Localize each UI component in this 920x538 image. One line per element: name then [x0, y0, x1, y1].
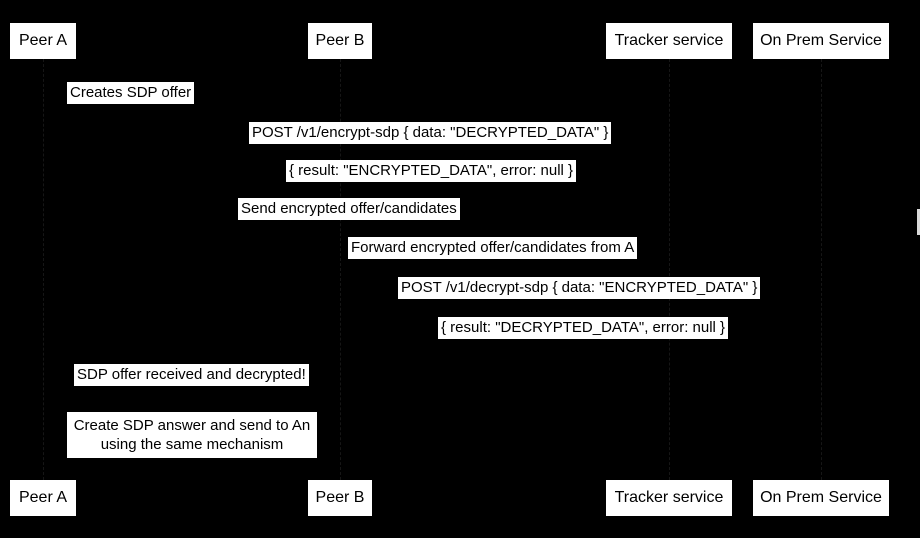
- participant-peer-b-bottom: Peer B: [308, 480, 372, 516]
- message-sdp-offer-received: SDP offer received and decrypted!: [74, 364, 309, 386]
- message-creates-sdp-offer: Creates SDP offer: [67, 82, 195, 104]
- lifeline-peer-b: [340, 59, 341, 480]
- message-forward-encrypted: Forward encrypted offer/candidates from …: [348, 237, 638, 259]
- participant-on-prem-service-bottom: On Prem Service: [753, 480, 889, 516]
- participant-tracker-service-top: Tracker service: [606, 23, 732, 59]
- participant-peer-b-top: Peer B: [308, 23, 372, 59]
- lifeline-on-prem-service: [821, 59, 822, 480]
- message-post-encrypt-sdp: POST /v1/encrypt-sdp { data: "DECRYPTED_…: [249, 122, 612, 144]
- note-line-1: Create SDP answer and send to An: [73, 417, 311, 434]
- message-result-decrypted: { result: "DECRYPTED_DATA", error: null …: [438, 317, 729, 339]
- lifeline-peer-a: [43, 59, 44, 480]
- participant-peer-a-bottom: Peer A: [10, 480, 76, 516]
- message-send-encrypted: Send encrypted offer/candidates: [238, 198, 460, 220]
- message-post-decrypt-sdp: POST /v1/decrypt-sdp { data: "ENCRYPTED_…: [398, 277, 761, 299]
- participant-on-prem-service-top: On Prem Service: [753, 23, 889, 59]
- lifeline-tracker-service: [669, 59, 670, 480]
- participant-tracker-service-bottom: Tracker service: [606, 480, 732, 516]
- right-edge-clipped-artifact: [917, 209, 920, 235]
- participant-peer-a-top: Peer A: [10, 23, 76, 59]
- note-create-sdp-answer: Create SDP answer and send to An using t…: [67, 412, 317, 458]
- note-line-2: using the same mechanism: [100, 436, 284, 453]
- message-result-encrypted: { result: "ENCRYPTED_DATA", error: null …: [286, 160, 577, 182]
